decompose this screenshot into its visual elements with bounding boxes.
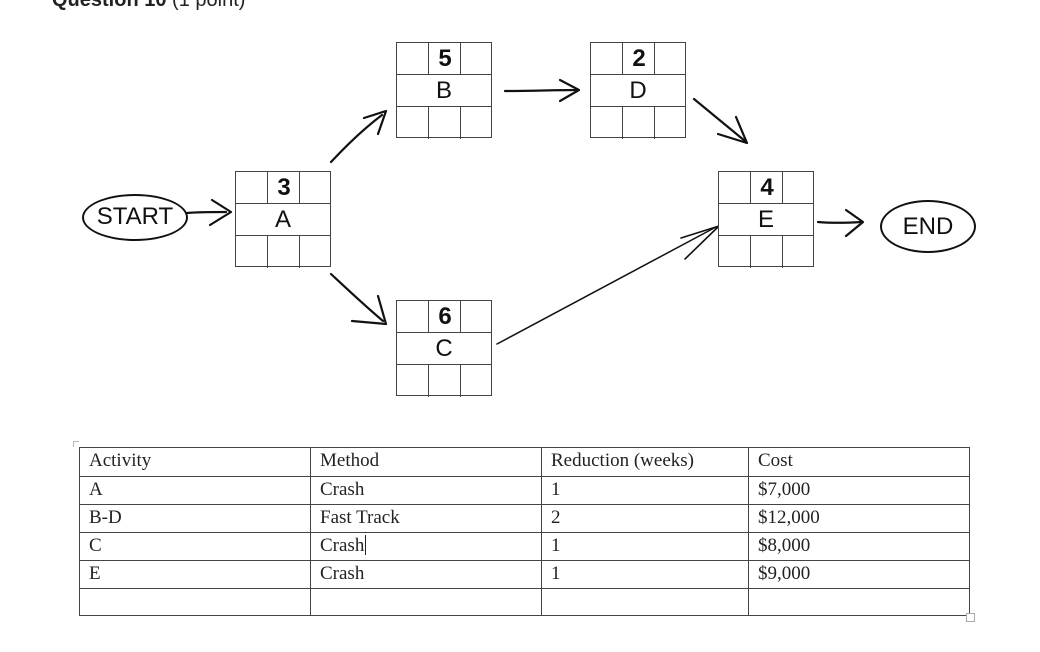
cell-empty[interactable] — [79, 588, 311, 616]
question-title: Question 10 — [52, 0, 167, 11]
text-cursor — [365, 535, 367, 555]
table-resize-handle[interactable] — [966, 613, 975, 622]
arrow-a-to-b — [329, 109, 388, 164]
arrow-start-to-a — [185, 198, 233, 227]
cell-empty[interactable] — [748, 588, 970, 616]
activity-a-duration: 3 — [277, 174, 291, 201]
activity-b-label: B — [435, 77, 452, 104]
cell-reduction[interactable]: 1 — [541, 476, 749, 505]
activity-d-duration: 2 — [632, 45, 646, 72]
header-activity[interactable]: Activity — [79, 447, 311, 477]
table-row-empty — [79, 588, 970, 616]
activity-b-duration: 5 — [438, 45, 452, 72]
activity-d-label: D — [629, 77, 647, 104]
header-cost[interactable]: Cost — [748, 447, 970, 477]
question-header: Question 10 (1 point) — [52, 0, 245, 11]
activity-node-a: 3 A — [235, 171, 331, 268]
cell-cost[interactable]: $8,000 — [748, 532, 970, 561]
table-row: B-D Fast Track 2 $12,000 — [79, 504, 970, 533]
activity-a-label: A — [274, 206, 291, 233]
header-method[interactable]: Method — [310, 447, 542, 477]
cell-method[interactable]: Crash — [310, 560, 542, 589]
cell-reduction[interactable]: 1 — [541, 560, 749, 589]
activity-table: Activity Method Reduction (weeks) Cost A… — [79, 447, 970, 616]
start-node: START — [82, 194, 188, 241]
header-reduction[interactable]: Reduction (weeks) — [541, 447, 749, 477]
activity-node-e: 4 E — [718, 171, 814, 268]
activity-node-b: 5 B — [396, 42, 492, 139]
question-points: (1 point) — [172, 0, 246, 11]
table-move-handle[interactable] — [73, 441, 79, 447]
table-row: A Crash 1 $7,000 — [79, 476, 970, 505]
arrow-a-to-c — [329, 272, 388, 326]
activity-node-d: 2 D — [590, 42, 686, 139]
cell-empty[interactable] — [541, 588, 749, 616]
cell-method-with-cursor[interactable]: Crash — [310, 532, 542, 561]
table-row: C Crash 1 $8,000 — [79, 532, 970, 561]
table-row: E Crash 1 $9,000 — [79, 560, 970, 589]
cell-method[interactable]: Fast Track — [310, 504, 542, 533]
arrow-d-to-e — [692, 97, 749, 145]
activity-c-label: C — [435, 335, 453, 362]
cell-activity[interactable]: E — [79, 560, 311, 589]
arrow-e-to-end — [816, 208, 865, 238]
network-diagram — [185, 78, 865, 345]
start-label: START — [96, 203, 174, 230]
arrow-b-to-d — [503, 78, 581, 103]
cell-cost[interactable]: $12,000 — [748, 504, 970, 533]
end-node: END — [880, 200, 976, 253]
cell-reduction[interactable]: 1 — [541, 532, 749, 561]
cell-cost[interactable]: $7,000 — [748, 476, 970, 505]
arrow-c-to-e — [496, 225, 720, 345]
activity-node-c: 6 C — [396, 300, 492, 397]
end-label: END — [902, 213, 954, 240]
cell-empty[interactable] — [310, 588, 542, 616]
cell-cost[interactable]: $9,000 — [748, 560, 970, 589]
activity-c-duration: 6 — [438, 303, 452, 330]
activity-e-duration: 4 — [760, 174, 774, 201]
activity-e-label: E — [757, 206, 774, 233]
cell-method: Crash — [320, 535, 365, 556]
cell-activity[interactable]: C — [79, 532, 311, 561]
cell-method[interactable]: Crash — [310, 476, 542, 505]
cell-activity[interactable]: B-D — [79, 504, 311, 533]
table-header-row: Activity Method Reduction (weeks) Cost — [79, 447, 970, 477]
cell-activity[interactable]: A — [79, 476, 311, 505]
cell-reduction[interactable]: 2 — [541, 504, 749, 533]
